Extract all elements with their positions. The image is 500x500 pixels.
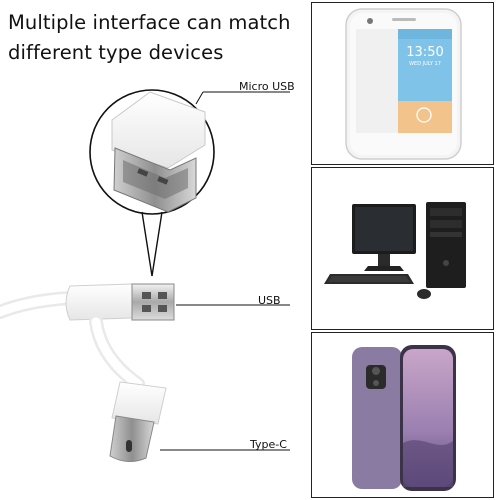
micro-usb-closeup <box>89 89 215 215</box>
phone-clock: 13:50 <box>406 45 444 60</box>
headline-line-2: different type devices <box>8 41 224 64</box>
device-panel-white-phone: 13:50 WED JULY 17 <box>311 2 494 165</box>
label-usb: USB <box>258 294 281 307</box>
label-type-c: Type-C <box>250 438 287 451</box>
label-micro-usb: Micro USB <box>239 80 295 93</box>
headline-line-1: Multiple interface can match <box>8 11 291 34</box>
usb-connector <box>65 283 175 321</box>
phone-date: WED JULY 17 <box>409 61 441 67</box>
purple-smartphone <box>352 345 456 491</box>
desktop-computer <box>324 202 466 299</box>
headline: Multiple interface can match different t… <box>8 8 308 68</box>
device-panel-desktop <box>311 167 494 330</box>
white-smartphone <box>345 8 462 160</box>
cable-illustration <box>0 89 290 462</box>
device-panel-purple-phone <box>311 332 494 498</box>
type-c-connector <box>109 381 167 462</box>
